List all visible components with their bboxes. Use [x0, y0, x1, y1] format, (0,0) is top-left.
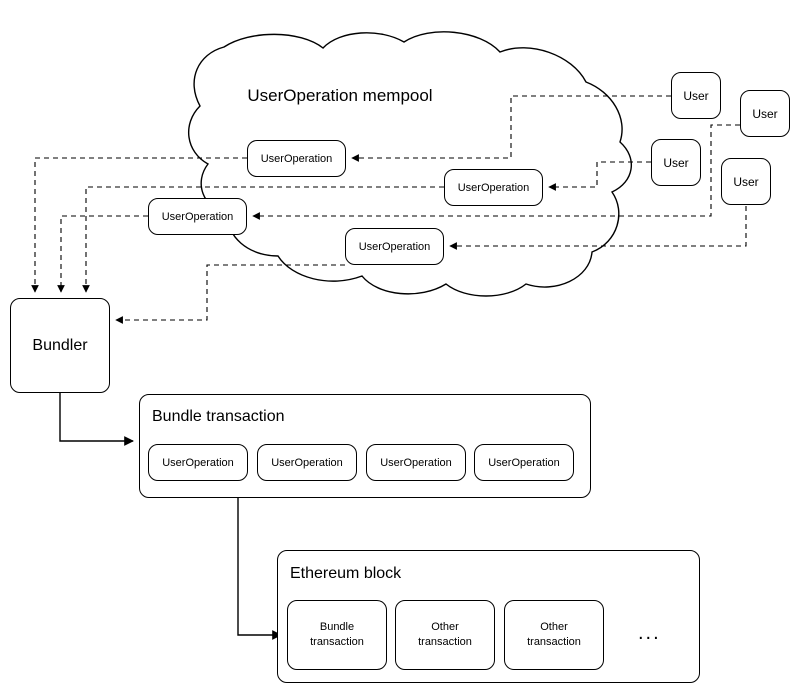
mempool-userop-3-label: UserOperation — [161, 210, 234, 223]
mempool-userop-1-label: UserOperation — [260, 152, 333, 165]
user-1-label: User — [683, 88, 709, 103]
block-transaction-2-line1: Other — [431, 621, 459, 634]
block-transaction-1-line2: transaction — [310, 636, 364, 648]
edge-bundle-transaction-to-ethereum-block — [237, 498, 282, 640]
user-4-label: User — [733, 174, 759, 189]
user-3-label: User — [663, 155, 689, 170]
mempool-label: UserOperation mempool — [247, 86, 433, 105]
block-transaction-2[interactable]: Other transaction — [395, 600, 495, 670]
mempool-userop-2[interactable]: UserOperation — [444, 169, 543, 206]
block-transaction-1[interactable]: Bundle transaction — [287, 600, 387, 670]
bundle-userop-2[interactable]: UserOperation — [257, 444, 357, 481]
user-3[interactable]: User — [651, 139, 701, 186]
bundler-label: Bundler — [32, 336, 88, 354]
user-2-label: User — [752, 106, 778, 121]
block-transaction-3-line1: Other — [540, 621, 568, 634]
mempool-userop-2-label: UserOperation — [457, 181, 530, 194]
block-transaction-1-line1: Bundle — [319, 621, 355, 634]
user-1[interactable]: User — [671, 72, 721, 119]
mempool-userop-4[interactable]: UserOperation — [345, 228, 444, 265]
edge-bundler-to-bundle-transaction — [59, 393, 134, 446]
edge-userop3-to-bundler — [57, 215, 148, 293]
bundle-transaction-title: Bundle transaction — [152, 408, 285, 425]
bundler-node[interactable]: Bundler — [10, 298, 110, 393]
edge-user4-to-userop4 — [449, 206, 747, 250]
user-4[interactable]: User — [721, 158, 771, 205]
bundle-userop-3[interactable]: UserOperation — [366, 444, 466, 481]
bundle-userop-4[interactable]: UserOperation — [474, 444, 574, 481]
mempool-userop-1[interactable]: UserOperation — [247, 140, 346, 177]
ethereum-block-title: Ethereum block — [290, 565, 402, 582]
block-overflow-ellipsis: ... — [638, 622, 661, 644]
user-2[interactable]: User — [740, 90, 790, 137]
bundle-userop-4-label: UserOperation — [488, 456, 560, 469]
bundle-userop-1[interactable]: UserOperation — [148, 444, 248, 481]
bundle-userop-1-label: UserOperation — [162, 456, 234, 469]
edge-user3-to-userop2 — [548, 161, 651, 191]
mempool-userop-4-label: UserOperation — [358, 240, 431, 253]
block-transaction-2-line2: transaction — [418, 636, 472, 648]
block-transaction-3[interactable]: Other transaction — [504, 600, 604, 670]
mempool-userop-3[interactable]: UserOperation — [148, 198, 247, 235]
bundle-userop-3-label: UserOperation — [380, 456, 452, 469]
bundle-userop-2-label: UserOperation — [271, 456, 343, 469]
edge-userop4-to-bundler — [115, 264, 345, 324]
block-transaction-3-line2: transaction — [527, 636, 581, 648]
